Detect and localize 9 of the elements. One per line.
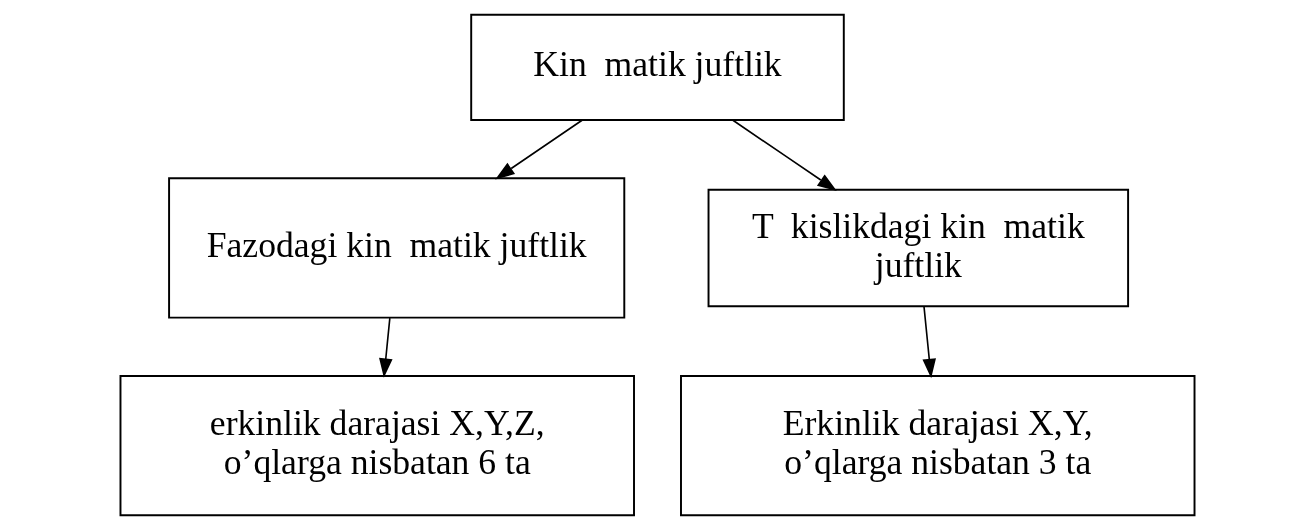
arrow <box>732 119 837 191</box>
arrow <box>495 119 583 180</box>
node-box: erkinlik darajasi X,Y,Z, o’qlarga nisbatan 6 ta <box>119 375 635 517</box>
arrow <box>922 305 937 379</box>
node-box: Kin matik juftlik <box>470 13 845 121</box>
node-box: Fazodagi kin matik juftlik <box>168 177 626 319</box>
arrow <box>379 317 393 378</box>
node-box: Erkinlik darajasi X,Y, o’qlarga nisbatan 3 ta <box>680 375 1196 517</box>
node-box: T kislikdagi kin matik juftlik <box>707 188 1130 308</box>
